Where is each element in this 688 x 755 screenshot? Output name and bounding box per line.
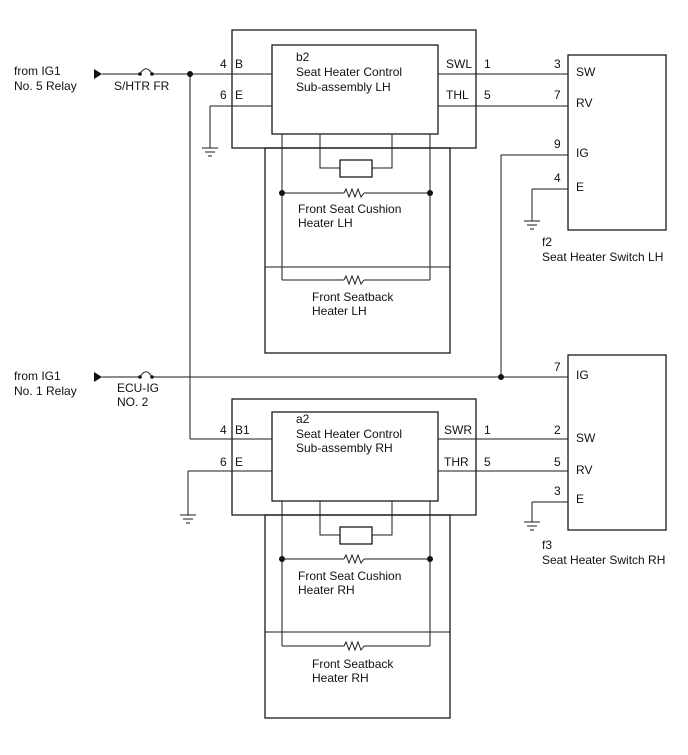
source-bottom-label-2: No. 1 Relay [14, 384, 77, 398]
junction-dot [498, 374, 504, 380]
pin-num: 7 [554, 88, 561, 102]
switch-lh-name: Seat Heater Switch LH [542, 250, 663, 264]
pin-label-swr: SWR [444, 423, 472, 437]
switch-rh-code: f3 [542, 538, 552, 552]
ecu-lh-inner [271, 44, 439, 135]
pin-label-sw: SW [576, 431, 596, 445]
pin-num: 4 [220, 57, 227, 71]
pin-label-b: B [235, 57, 243, 71]
thermistor-icon [339, 159, 373, 178]
resistor-icon [343, 553, 365, 565]
cushion-rh-label-1: Front Seat Cushion [298, 569, 401, 583]
ecu-rh-name-1: Seat Heater Control [296, 427, 402, 441]
ecu-rh-code: a2 [296, 412, 310, 426]
pin-num: 5 [484, 455, 491, 469]
ground-icon [202, 147, 218, 157]
arrow-right-icon [94, 69, 102, 79]
pin-label-e: E [576, 492, 584, 506]
pin-label-e: E [235, 455, 243, 469]
pin-num: 1 [484, 57, 491, 71]
junction-dot [279, 556, 285, 562]
seat-heater-control-lh: b2 Seat Heater Control Sub-assembly LH 4… [202, 29, 568, 354]
pin-num: 6 [220, 455, 227, 469]
pin-num: 5 [554, 455, 561, 469]
ecu-lh-name-1: Seat Heater Control [296, 65, 402, 79]
source-ig1-no1-relay: from IG1 No. 1 Relay ECU-IG NO. 2 [14, 369, 568, 409]
back-rh-label-2: Heater RH [312, 671, 369, 685]
junction-dot [427, 556, 433, 562]
wire [319, 134, 393, 169]
pin-num: 9 [554, 137, 561, 151]
ecu-rh-name-2: Sub-assembly RH [296, 441, 393, 455]
source-ig1-no5-relay: from IG1 No. 5 Relay S/HTR FR [14, 64, 232, 440]
cushion-lh-label-2: Heater LH [298, 216, 353, 230]
back-lh-label-1: Front Seatback [312, 290, 394, 304]
pin-label-e: E [576, 180, 584, 194]
resistor-icon [343, 640, 365, 652]
ground-icon [180, 514, 196, 524]
pin-num: 3 [554, 484, 561, 498]
pin-label-e: E [235, 88, 243, 102]
ecu-lh-name-2: Sub-assembly LH [296, 80, 391, 94]
pin-label-b1: B1 [235, 423, 250, 437]
source-top-label-2: No. 5 Relay [14, 79, 77, 93]
seat-heater-switch-rh: 7 IG 2 SW 5 RV 3 E f3 Seat Heater Switch… [524, 354, 667, 567]
seat-heater-switch-lh: 3 SW 7 RV 9 IG 4 E f2 Seat Heater Switch… [500, 54, 667, 377]
pin-label-sw: SW [576, 65, 596, 79]
back-lh-label-2: Heater LH [312, 304, 367, 318]
ecu-rh-inner [271, 411, 439, 502]
fuse-s-htr-fr-label: S/HTR FR [114, 79, 170, 93]
pin-label-thl: THL [446, 88, 469, 102]
pin-label-rv: RV [576, 96, 592, 110]
back-rh-label-1: Front Seatback [312, 657, 394, 671]
pin-num: 7 [554, 360, 561, 374]
cushion-rh-label-2: Heater RH [298, 583, 355, 597]
ecu-rh-outline [231, 398, 477, 516]
arrow-right-icon [94, 372, 102, 382]
pin-num: 4 [554, 171, 561, 185]
pin-num: 5 [484, 88, 491, 102]
ground-icon [524, 220, 540, 230]
pin-num: 2 [554, 423, 561, 437]
fuse-terminal [150, 72, 154, 76]
thermistor-icon [339, 526, 373, 545]
switch-lh-outline [567, 54, 667, 231]
fuse-terminal [138, 375, 142, 379]
fuse-terminal [138, 72, 142, 76]
wire [319, 501, 393, 536]
source-top-label-1: from IG1 [14, 64, 61, 78]
fuse-ecu-ig-label-1: ECU-IG [117, 381, 159, 395]
junction-dot [427, 190, 433, 196]
ecu-lh-code: b2 [296, 50, 310, 64]
fuse-icon [139, 371, 153, 378]
heater-lh-outline [264, 147, 451, 354]
junction-dot [279, 190, 285, 196]
pin-label-ig: IG [576, 146, 589, 160]
fuse-ecu-ig-label-2: NO. 2 [117, 395, 149, 409]
source-bottom-label-1: from IG1 [14, 369, 61, 383]
pin-num: 6 [220, 88, 227, 102]
pin-num: 4 [220, 423, 227, 437]
pin-num: 3 [554, 57, 561, 71]
ground-icon [524, 521, 540, 531]
fuse-icon [139, 68, 153, 75]
switch-rh-outline [567, 354, 667, 531]
pin-label-thr: THR [444, 455, 469, 469]
seat-heater-control-rh: a2 Seat Heater Control Sub-assembly RH 4… [180, 398, 568, 719]
resistor-icon [343, 187, 365, 199]
resistor-icon [343, 274, 365, 286]
switch-lh-code: f2 [542, 235, 552, 249]
pin-label-swl: SWL [446, 57, 472, 71]
switch-rh-name: Seat Heater Switch RH [542, 553, 665, 567]
cushion-lh-label-1: Front Seat Cushion [298, 202, 401, 216]
pin-label-rv: RV [576, 463, 592, 477]
pin-label-ig: IG [576, 368, 589, 382]
heater-rh-outline [264, 514, 451, 719]
pin-num: 1 [484, 423, 491, 437]
